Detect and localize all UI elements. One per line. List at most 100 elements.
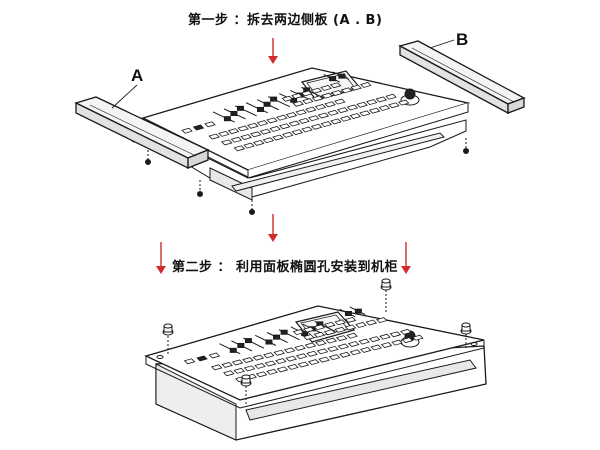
panel-button [320,85,332,91]
panel-button [307,115,320,122]
screw-icon [463,148,469,154]
callout-label-a: A [131,66,144,85]
panel-button [318,356,330,363]
panel-button [385,93,397,100]
callout-label-b: B [456,30,469,49]
panel-button [365,99,378,106]
panel-button [230,136,243,143]
panel-button [346,332,358,339]
step2-console [144,278,487,441]
panel-button [298,117,310,124]
panel-edge [145,340,485,409]
panel-button [356,101,368,108]
panel-button [327,109,339,116]
panel-button [266,117,278,124]
panel-button [375,317,388,324]
panel-button [344,316,357,323]
panel-button [240,134,252,140]
mounting-screws [162,278,472,404]
front-lip [245,359,477,421]
panel-button [254,363,266,369]
panel-button [334,319,346,326]
arrow-head-icon [268,234,278,242]
panel-button [302,98,314,105]
panel-button [401,337,414,344]
panel-button [310,87,323,94]
panel-button [208,133,220,140]
fader-knob [290,97,298,103]
panel-button [221,361,233,368]
fader-knob [301,331,309,337]
panel-button [242,357,254,364]
panel-button [294,344,306,351]
panel-button [378,105,391,111]
panel-button [252,354,265,361]
panel-button [349,113,362,119]
screw-icon [162,323,174,354]
panel-button [412,334,424,341]
arrow-head-icon [156,266,166,274]
panel-button [276,366,289,373]
fader-knob [273,334,281,340]
panel-button [269,126,281,132]
panel-button [233,367,245,374]
screw-icon [460,322,472,348]
panel-button [208,352,221,359]
panel-button [291,129,304,136]
panel-button [233,145,246,152]
panel-button [237,125,249,132]
console-body-left [155,363,237,441]
fader-knob [229,347,237,353]
panel-button [336,107,349,114]
fader-knob [237,342,245,348]
panel-button [310,123,323,130]
panel-button [181,127,193,134]
panel-button [355,322,367,328]
panel-button [334,326,346,333]
panel-button [263,352,275,359]
panel-button [196,355,208,362]
arrow-head-icon [401,266,411,274]
fader-knob [280,329,288,335]
panel-button [243,142,255,149]
panel-button [285,112,298,118]
oval-hole-icon [470,342,478,346]
panel-button [320,121,333,128]
panel-button [292,100,304,107]
panel-button [252,139,265,146]
panel-button [276,114,288,121]
step1-console [74,39,526,215]
fader-knob [257,106,265,112]
panel-button [360,346,372,353]
red-arrows-step2 [156,242,411,274]
panel-button [327,345,339,352]
panel-button [330,118,342,125]
panel-button [388,102,400,109]
panel-button [307,359,320,366]
panel-button [285,355,298,362]
panel-button [292,329,305,336]
fader-track [212,111,235,123]
panel-button [316,348,329,355]
panel-button [259,128,272,135]
panel-button [346,104,359,111]
panel-button [264,360,277,367]
panel-button [218,130,230,137]
panel-button [266,368,278,375]
panel-button [272,134,284,141]
panel-button [370,344,382,351]
fader-knob [354,308,362,314]
panel-button [283,347,296,354]
panel-button [250,131,262,138]
panel-button [389,331,402,338]
panel-button [344,324,357,331]
panel-button [313,324,326,331]
panel-button [379,333,391,340]
side-panel-b [398,40,526,115]
panel-button [339,351,351,358]
panel-button [350,84,362,91]
panel-button [287,364,299,370]
panel-button [359,110,371,117]
panel-button [221,139,233,146]
panel-button [192,124,205,131]
